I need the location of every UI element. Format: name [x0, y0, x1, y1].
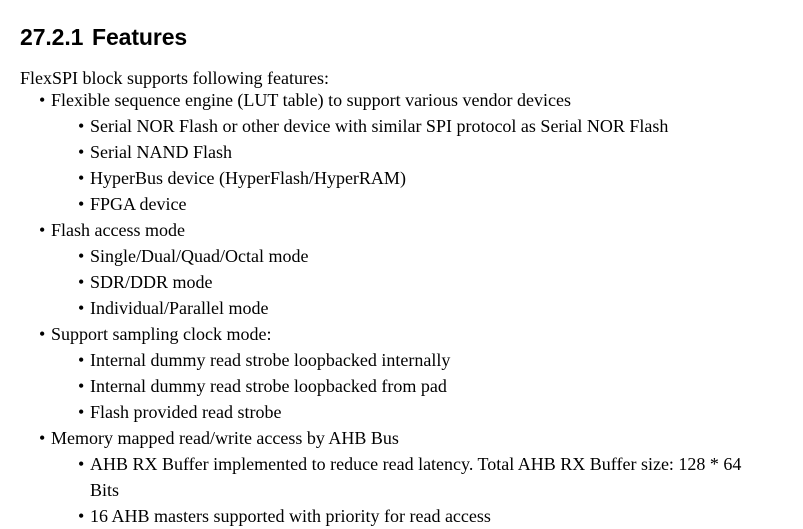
bullet-icon: • — [39, 324, 46, 344]
list-item-label: Flexible sequence engine (LUT table) to … — [51, 90, 572, 110]
list-item-label: Memory mapped read/write access by AHB B… — [51, 428, 399, 448]
section-title: Features — [92, 24, 188, 51]
feature-sublist: • Serial NOR Flash or other device with … — [0, 113, 803, 217]
bullet-icon: • — [78, 402, 85, 422]
bullet-icon: • — [78, 506, 85, 526]
feature-sublist: • Internal dummy read strobe loopbacked … — [0, 347, 803, 425]
list-item-label: AHB RX Buffer implemented to reduce read… — [90, 454, 742, 500]
bullet-icon: • — [78, 298, 85, 318]
list-item: • Serial NOR Flash or other device with … — [0, 113, 803, 139]
list-item: • Internal dummy read strobe loopbacked … — [0, 373, 803, 399]
list-item: • Flash provided read strobe — [0, 399, 803, 425]
list-item-label: 16 AHB masters supported with priority f… — [90, 506, 491, 526]
list-item-label: Serial NAND Flash — [90, 142, 232, 162]
list-item: • AHB RX Buffer implemented to reduce re… — [0, 451, 803, 503]
feature-sublist: • Single/Dual/Quad/Octal mode • SDR/DDR … — [0, 243, 803, 321]
bullet-icon: • — [78, 454, 85, 474]
list-item: • Internal dummy read strobe loopbacked … — [0, 347, 803, 373]
list-item: • Flexible sequence engine (LUT table) t… — [0, 87, 803, 217]
list-item-label: Internal dummy read strobe loopbacked fr… — [90, 376, 447, 396]
bullet-icon: • — [78, 350, 85, 370]
bullet-icon: • — [39, 428, 46, 448]
bullet-icon: • — [78, 116, 85, 136]
list-item: • Serial NAND Flash — [0, 139, 803, 165]
list-item-label: HyperBus device (HyperFlash/HyperRAM) — [90, 168, 406, 188]
list-item-label: Flash access mode — [51, 220, 185, 240]
list-item-label: Support sampling clock mode: — [51, 324, 272, 344]
section-number: 27.2.1 — [20, 24, 84, 51]
bullet-icon: • — [78, 246, 85, 266]
list-item-label: Internal dummy read strobe loopbacked in… — [90, 350, 451, 370]
page-title: 27.2.1 Features — [20, 23, 187, 51]
intro-paragraph: FlexSPI block supports following feature… — [20, 68, 329, 88]
list-item-label: Single/Dual/Quad/Octal mode — [90, 246, 309, 266]
feature-list-level1: • Flexible sequence engine (LUT table) t… — [0, 87, 803, 529]
features-list: • Flexible sequence engine (LUT table) t… — [0, 87, 803, 529]
list-item-label: Individual/Parallel mode — [90, 298, 269, 318]
bullet-icon: • — [78, 142, 85, 162]
bullet-icon: • — [39, 90, 46, 110]
list-item: • SDR/DDR mode — [0, 269, 803, 295]
list-item: • HyperBus device (HyperFlash/HyperRAM) — [0, 165, 803, 191]
bullet-icon: • — [78, 272, 85, 292]
bullet-icon: • — [39, 220, 46, 240]
list-item: • Support sampling clock mode: • Interna… — [0, 321, 803, 425]
list-item-label: SDR/DDR mode — [90, 272, 213, 292]
bullet-icon: • — [78, 168, 85, 188]
list-item: • Flash access mode • Single/Dual/Quad/O… — [0, 217, 803, 321]
list-item: • Single/Dual/Quad/Octal mode — [0, 243, 803, 269]
bullet-icon: • — [78, 376, 85, 396]
list-item: • Memory mapped read/write access by AHB… — [0, 425, 803, 529]
list-item: • 16 AHB masters supported with priority… — [0, 503, 803, 529]
list-item: • FPGA device — [0, 191, 803, 217]
bullet-icon: • — [78, 194, 85, 214]
list-item-label: Serial NOR Flash or other device with si… — [90, 116, 669, 136]
list-item-label: FPGA device — [90, 194, 187, 214]
list-item: • Individual/Parallel mode — [0, 295, 803, 321]
feature-sublist: • AHB RX Buffer implemented to reduce re… — [0, 451, 803, 529]
list-item-label: Flash provided read strobe — [90, 402, 282, 422]
